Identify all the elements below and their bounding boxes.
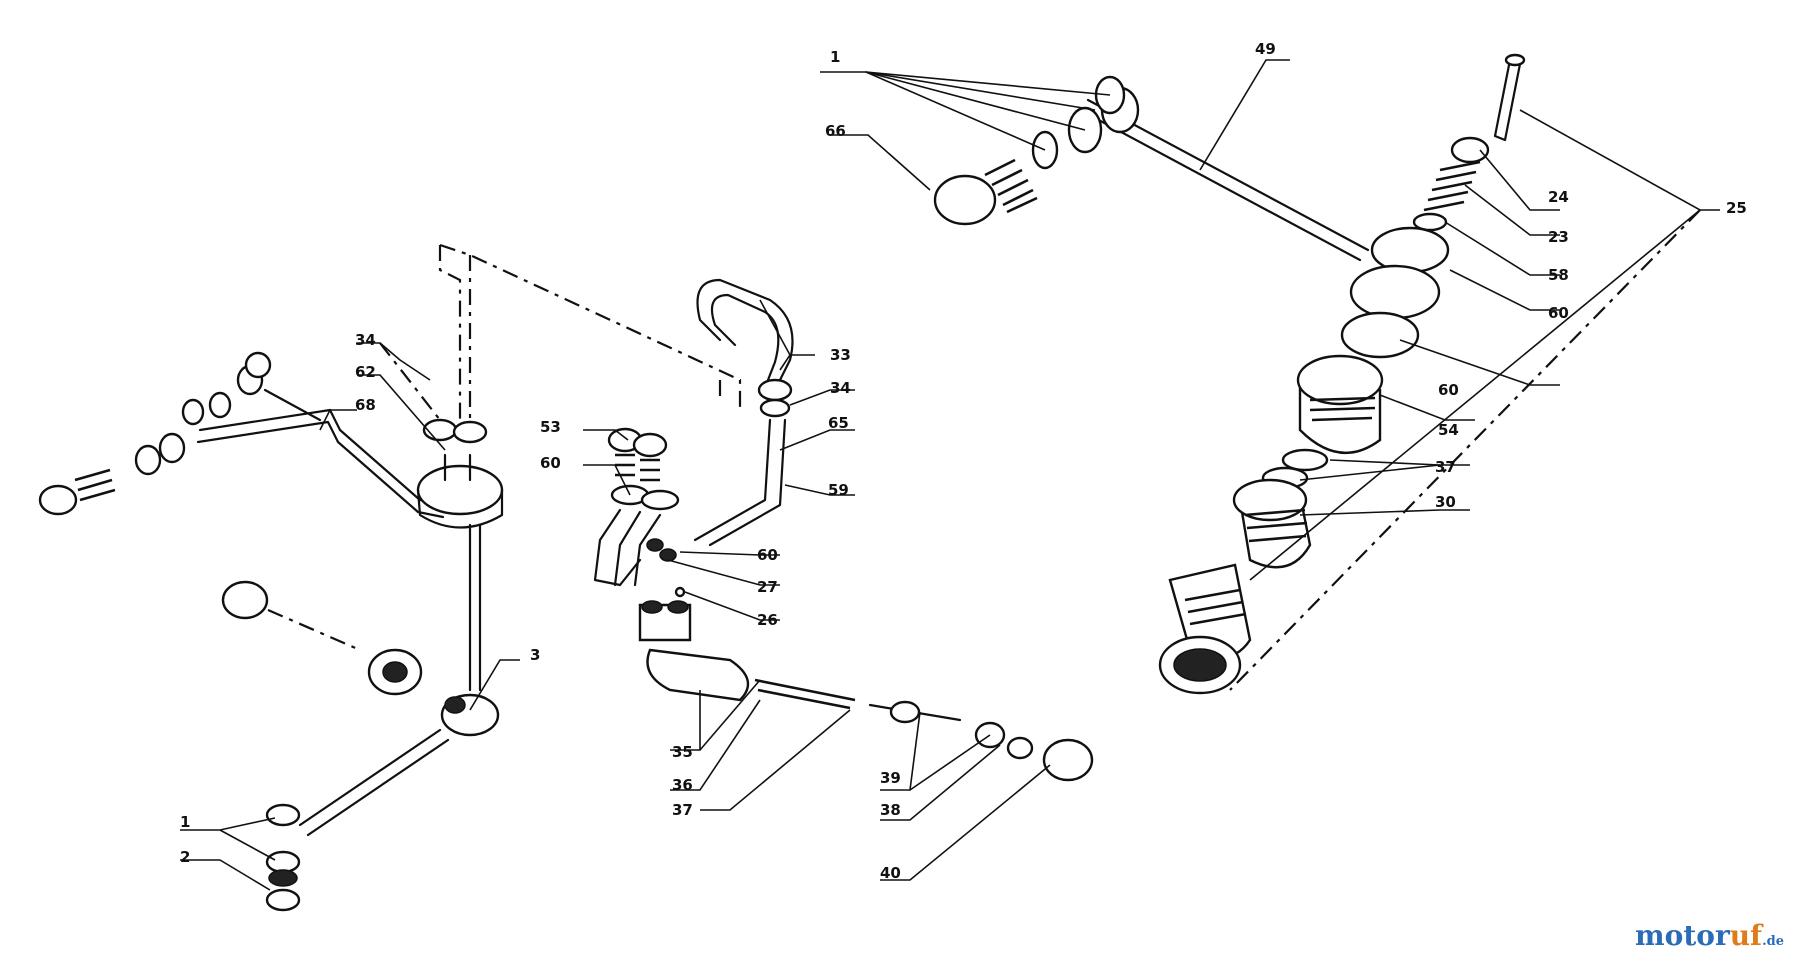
callout-27: 27	[757, 578, 778, 596]
callout-59: 59	[828, 481, 849, 499]
right-leaders	[820, 59, 1720, 691]
callout-35: 35	[672, 743, 693, 761]
watermark-part-3: .de	[1762, 934, 1784, 949]
callout-26: 26	[757, 611, 778, 629]
callout-labels: 1 49 66 24 25 23 58 60 60 54 37 30 33 34…	[180, 40, 1747, 882]
watermark-part-2: uf	[1729, 919, 1763, 952]
callout-60-c: 60	[540, 454, 561, 472]
center-leaders	[583, 299, 1051, 881]
callout-37-center: 37	[672, 801, 693, 819]
callout-25: 25	[1726, 199, 1747, 217]
left-assembly	[38, 351, 504, 912]
callout-60-d: 60	[757, 546, 778, 564]
callout-53: 53	[540, 418, 561, 436]
callout-49: 49	[1255, 40, 1276, 58]
watermark-part-1: motor	[1635, 919, 1730, 952]
callout-37-right: 37	[1435, 458, 1456, 476]
callout-2: 2	[180, 848, 190, 866]
callout-30: 30	[1435, 493, 1456, 511]
callout-33: 33	[830, 346, 851, 364]
left-leaders	[180, 342, 520, 891]
callout-68: 68	[355, 396, 376, 414]
center-assembly	[438, 243, 1094, 782]
motoruf-watermark: motoruf.de	[1635, 919, 1784, 952]
callout-40: 40	[880, 864, 901, 882]
callout-38: 38	[880, 801, 901, 819]
callout-1-bottom: 1	[180, 813, 190, 831]
callout-36: 36	[672, 776, 693, 794]
callout-65: 65	[828, 414, 849, 432]
right-valve-assembly	[933, 53, 1526, 695]
callout-24: 24	[1548, 188, 1569, 206]
callout-62: 62	[355, 363, 376, 381]
callout-23: 23	[1548, 228, 1569, 246]
callout-34-left: 34	[355, 331, 376, 349]
callout-39: 39	[880, 769, 901, 787]
callout-3: 3	[530, 646, 540, 664]
callout-60-b: 60	[1438, 381, 1459, 399]
callout-60-a: 60	[1548, 304, 1569, 322]
callout-34-center: 34	[830, 379, 851, 397]
callout-58: 58	[1548, 266, 1569, 284]
callout-54: 54	[1438, 421, 1459, 439]
callout-1-top: 1	[830, 48, 840, 66]
callout-66: 66	[825, 122, 846, 140]
